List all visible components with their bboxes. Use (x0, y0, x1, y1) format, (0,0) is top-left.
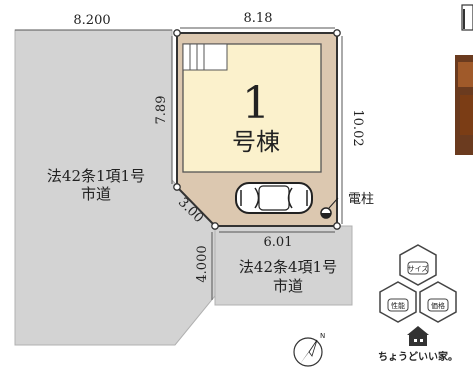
west-road-label-line2: 市道 (81, 185, 111, 203)
lot-corner-markers (173, 29, 341, 230)
building-footprint (182, 43, 322, 173)
cropped-photo (455, 4, 473, 155)
utility-pole-icon (320, 197, 339, 219)
badge-price-label: 価格 (431, 301, 445, 310)
car-icon (235, 182, 313, 214)
lot-right-dim-label: 10.02 (350, 109, 365, 146)
hexagon-badge: サイズ 性能 価格 ちょうどいい家。 (378, 244, 458, 363)
south-road-width-label: 4.000 (195, 245, 210, 282)
utility-pole-label: 電柱 (348, 192, 374, 207)
badge-performance-label: 性能 (391, 301, 405, 310)
lot-top-dim-label: 8.18 (244, 11, 273, 26)
lot-bottom-dim-label: 6.01 (264, 235, 293, 250)
road-top-width-label: 8.200 (73, 13, 110, 28)
svg-text:N: N (320, 332, 325, 340)
building-number: 1 (242, 78, 270, 129)
lot-left-dim-label: 7.89 (154, 96, 169, 125)
west-road-label-line1: 法42条1項1号 (47, 167, 145, 185)
badge-size-label: サイズ (408, 264, 429, 273)
house-icon (407, 326, 429, 346)
dimension-lines (15, 27, 343, 300)
deck-icon (182, 43, 228, 71)
south-road-label-line1: 法42条4項1号 (239, 258, 337, 276)
south-road-label-line2: 市道 (273, 277, 303, 295)
building-label: 号棟 (232, 128, 280, 156)
north-arrow-icon: N (293, 332, 325, 367)
badge-tagline: ちょうどいい家。 (378, 350, 458, 363)
